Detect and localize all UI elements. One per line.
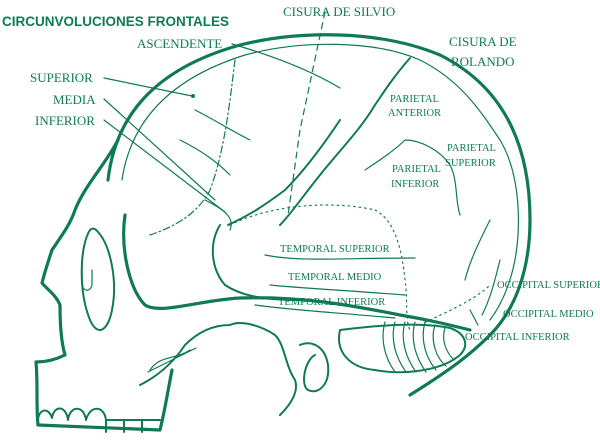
leader-dot [191, 94, 195, 98]
cranium-outline [106, 33, 532, 397]
leader-ascendente [231, 43, 341, 89]
rolando-fissure [279, 57, 411, 226]
cranium-inner-line [121, 43, 519, 321]
label-occipital-inferior: OCCIPITAL INFERIOR [465, 332, 570, 343]
label-parietal-anterior-2: ANTERIOR [388, 108, 441, 119]
teeth [36, 407, 161, 433]
label-superior: SUPERIOR [30, 70, 93, 85]
label-ascendente: ASCENDENTE [137, 36, 222, 51]
frontal-gyri-1 [179, 109, 251, 231]
nasal-detail [81, 264, 93, 291]
silvio-pointer [287, 11, 326, 216]
leader-superior [103, 77, 193, 97]
cerebrum-border [229, 204, 491, 331]
orbit [80, 227, 115, 331]
occipital-sulci [464, 219, 501, 316]
label-occipital-superior: OCCIPITAL SUPERIOR [497, 280, 600, 291]
coronal-suture [149, 59, 236, 236]
occipital-base [338, 323, 467, 374]
label-cisura-rolando-1: CISURA DE [449, 34, 517, 49]
temporal-sulci [254, 254, 416, 319]
diagram-title: CIRCUNVOLUCIONES FRONTALES [2, 14, 229, 29]
label-temporal-medio: TEMPORAL MEDIO [288, 272, 382, 283]
temporal-line [211, 224, 301, 301]
label-parietal-superior-2: SUPERIOR [445, 158, 496, 169]
cerebellum-lines [382, 321, 455, 373]
artist-signature [147, 347, 197, 373]
zygomatic-arch [122, 213, 472, 332]
label-temporal-superior: TEMPORAL SUPERIOR [280, 244, 390, 255]
label-cisura-silvio: CISURA DE SILVIO [283, 4, 395, 19]
label-temporal-inferior: TEMPORAL INFERIOR [278, 297, 385, 308]
leader-media [103, 98, 216, 201]
label-parietal-anterior-1: PARIETAL [390, 94, 439, 105]
label-inferior: INFERIOR [35, 113, 95, 128]
label-parietal-superior-1: PARIETAL [447, 143, 496, 154]
leader-occipital [469, 309, 479, 326]
mandible [139, 322, 297, 416]
leader-inferior [103, 119, 226, 213]
parietal-sulcus [364, 139, 461, 216]
mastoid [299, 342, 330, 393]
label-cisura-rolando-2: ROLANDO [451, 54, 515, 69]
face-outline [34, 138, 174, 432]
label-parietal-inferior-2: INFERIOR [391, 179, 439, 190]
label-parietal-inferior-1: PARIETAL [392, 164, 441, 175]
label-occipital-medio: OCCIPITAL MEDIO [503, 309, 594, 320]
sylvian-fissure [227, 119, 341, 226]
label-media: MEDIA [53, 92, 96, 107]
